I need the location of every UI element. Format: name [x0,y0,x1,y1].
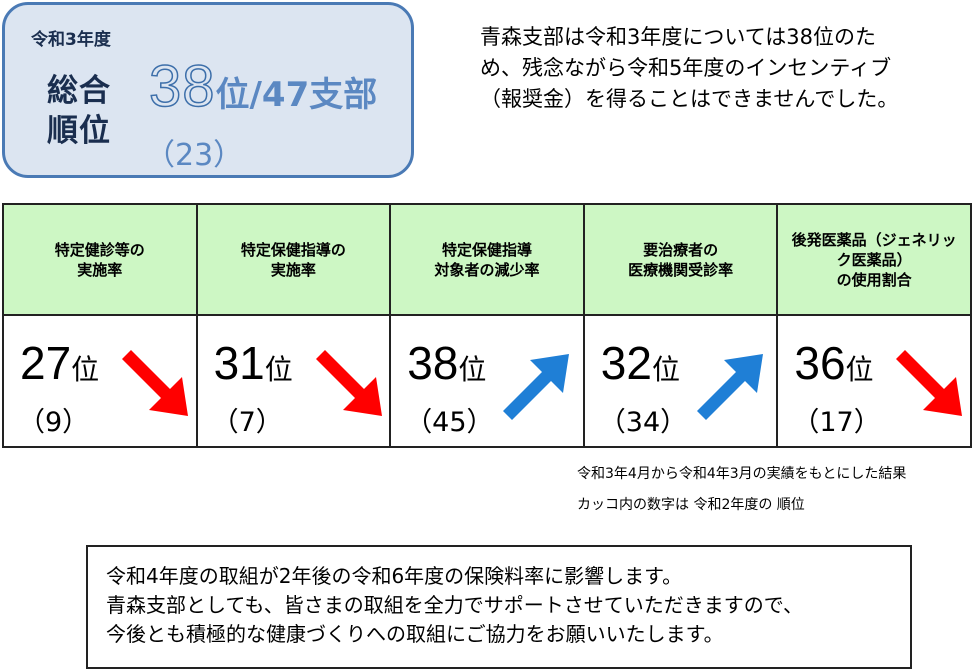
indicator-header-row: 特定健診等の実施率 特定保健指導の実施率 特定保健指導対象者の減少率 要治療者の… [2,203,972,316]
indicator-title-line: 特定健診等の [54,240,145,259]
arrow-shape [315,350,382,416]
indicator-title-line: の使用割合 [836,270,912,289]
intro-line1: 青森支部は令和3年度については38位のた [480,25,877,49]
indicator-title: 特定保健指導対象者の減少率 [389,203,585,316]
indicator-rank-unit: 位 [71,353,100,386]
indicator-rank-number: 36 [794,337,846,389]
overall-rank-previous: （23） [145,138,244,173]
indicator-rank-unit: 位 [845,353,874,386]
indicator-title-line: 後発医薬品（ジェネリッ [791,230,957,249]
indicator-title: 後発医薬品（ジェネリック医薬品）の使用割合 [776,203,972,316]
indicator-rank: 31位 [214,336,293,390]
indicator-rank: 36位 [794,336,873,390]
overall-rank-box: 令和3年度 総合 順位 38位/47支部 （23） [2,2,414,178]
indicator-title-line: 特定保健指導の [240,240,346,259]
overall-rank: 38位/47支部 [148,53,378,120]
indicator-rank-row: 27位 （9） 31位 （7） 38位 （45） 32位 （34） 36位 （1… [2,314,972,448]
indicator-title-line: 特定保健指導 [441,240,532,259]
arrow-shape [122,350,188,416]
indicator-rank-unit: 位 [651,353,680,386]
overall-rank-number: 38 [148,53,216,120]
indicator-rank-number: 27 [20,337,72,389]
rank-year: 令和3年度 [31,30,111,50]
overall-rank-label-line1: 総合 [47,73,111,109]
down-arrow-icon [122,350,188,416]
indicator-title: 特定健診等の実施率 [2,203,198,316]
arrow-shape [896,350,963,416]
indicator-previous-rank: （34） [598,407,688,438]
message-line1: 令和4年度の取組が2年後の令和6年度の保険料率に影響します。 [106,564,683,588]
message-line2: 青森支部としても、皆さまの取組を全力でサポートさせていただきますので、 [106,593,803,617]
indicator-title-line: 対象者の減少率 [434,260,540,279]
indicator-rank-number: 31 [213,337,265,389]
indicator-title: 特定保健指導の実施率 [195,203,392,316]
indicator-cell: 31位 （7） [195,314,392,448]
indicator-title-line: 要治療者の [643,240,719,259]
indicator-cell: 36位 （17） [776,314,972,448]
indicator-rank: 27位 [20,336,99,390]
intro-line2: め、残念ながら令和5年度のインセンティブ [480,56,892,80]
down-arrow-icon [315,350,382,416]
indicator-previous-rank: （45） [405,407,494,438]
indicator-rank-unit: 位 [264,353,293,386]
indicator-title-line: ク医薬品） [836,250,912,269]
down-arrow-icon [896,350,963,416]
indicator-rank: 32位 [601,336,680,390]
overall-rank-suffix: 位/47支部 [215,75,378,115]
indicator-title-line: 実施率 [77,260,123,279]
intro-text: 青森支部は令和3年度については38位のた め、残念ながら令和5年度のインセンティ… [480,22,960,115]
arrow-shape [503,354,570,420]
overall-rank-label-line2: 順位 [47,113,111,149]
indicator-rank-number: 38 [407,337,459,389]
indicator-title: 要治療者の医療機関受診率 [582,203,779,316]
message-line3: 今後とも積極的な健康づくりへの取組にご協力をお願いいたします。 [106,622,724,646]
indicator-cell: 27位 （9） [2,314,198,448]
indicator-previous-rank: （9） [18,407,90,438]
message-box: 令和4年度の取組が2年後の令和6年度の保険料率に影響します。 青森支部としても、… [86,545,912,669]
intro-line3: （報奨金）を得ることはできませんでした。 [480,87,899,111]
indicator-rank-number: 32 [600,337,652,389]
note-period: 令和3年4月から令和4年3月の実績をもとにした結果 [577,466,907,482]
arrow-shape [696,354,763,420]
indicator-table: 特定健診等の実施率 特定保健指導の実施率 特定保健指導対象者の減少率 要治療者の… [2,203,972,448]
overall-rank-label: 総合 順位 [47,71,111,151]
up-arrow-icon [503,354,570,420]
note-parentheses: カッコ内の数字は 令和2年度の 順位 [577,497,805,513]
indicator-title-line: 医療機関受診率 [628,260,734,279]
indicator-rank: 38位 [407,336,486,390]
indicator-cell: 32位 （34） [582,314,779,448]
indicator-previous-rank: （17） [792,407,881,438]
indicator-title-line: 実施率 [270,260,316,279]
indicator-cell: 38位 （45） [389,314,585,448]
indicator-rank-unit: 位 [458,353,487,386]
indicator-previous-rank: （7） [211,407,283,438]
up-arrow-icon [696,354,763,420]
